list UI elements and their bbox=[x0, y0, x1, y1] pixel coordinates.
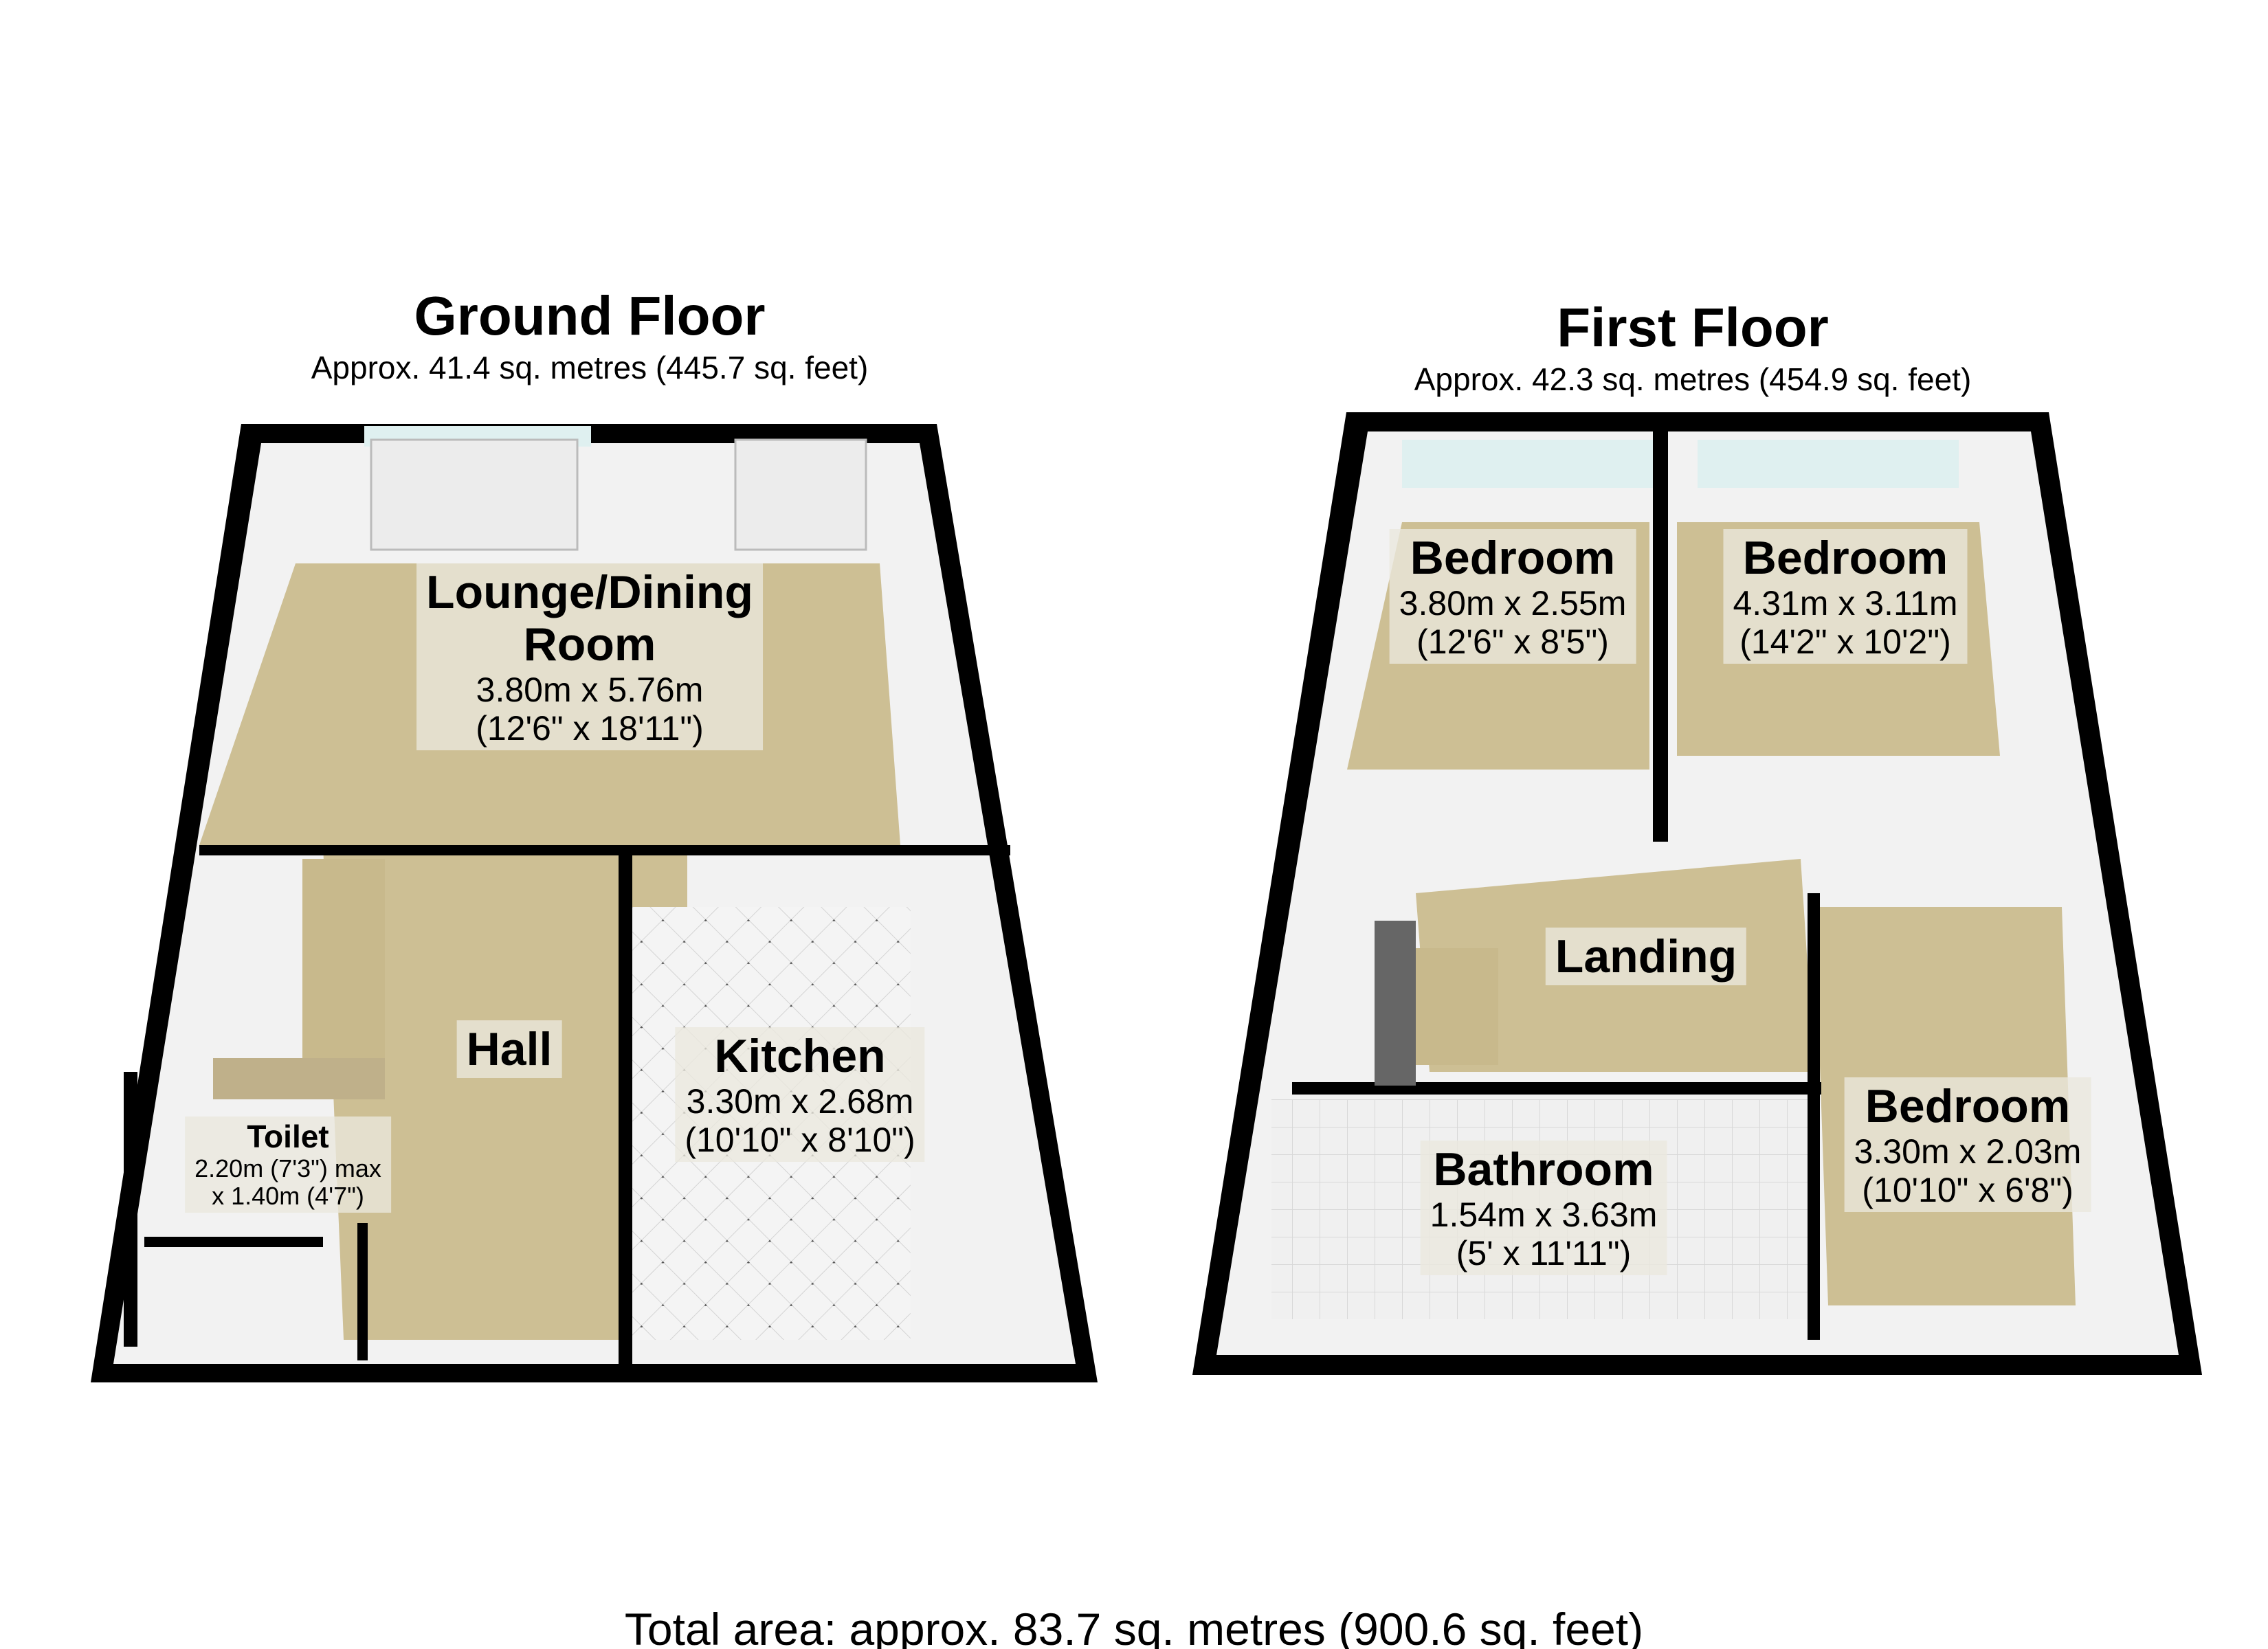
room-dim-m: 2.20m (7'3") max bbox=[194, 1154, 381, 1182]
first-floor-title: First Floor bbox=[1557, 297, 1829, 358]
room-label-hall: Hall bbox=[456, 1020, 562, 1079]
room-dim-m: 3.80m x 2.55m bbox=[1399, 584, 1627, 623]
room-label-bedroom-2: Bedroom 4.31m x 3.11m (14'2" x 10'2") bbox=[1723, 529, 1968, 664]
room-dim-ft: (12'6" x 8'5") bbox=[1416, 622, 1609, 662]
room-label-bedroom-1: Bedroom 3.80m x 2.55m (12'6" x 8'5") bbox=[1389, 529, 1636, 664]
room-name: Toilet bbox=[247, 1119, 329, 1154]
room-dim-ft: x 1.40m (4'7") bbox=[212, 1181, 364, 1210]
room-label-kitchen: Kitchen 3.30m x 2.68m (10'10" x 8'10") bbox=[675, 1027, 925, 1163]
room-name: Lounge/Dining bbox=[426, 566, 753, 618]
total-area: Total area: approx. 83.7 sq. metres (900… bbox=[624, 1604, 1644, 1649]
room-dim-ft: (10'10" x 6'8") bbox=[1862, 1171, 2074, 1210]
ground-floor-area: Approx. 41.4 sq. metres (445.7 sq. feet) bbox=[311, 350, 869, 385]
ground-floor-title: Ground Floor bbox=[414, 285, 766, 346]
room-name: Bedroom bbox=[1865, 1080, 2071, 1132]
room-name: Kitchen bbox=[714, 1030, 886, 1082]
room-label-toilet: Toilet 2.20m (7'3") max x 1.40m (4'7") bbox=[185, 1117, 391, 1213]
room-name: Bedroom bbox=[1410, 532, 1616, 584]
room-name: Room bbox=[523, 618, 656, 671]
room-dim-m: 1.54m x 3.63m bbox=[1430, 1196, 1658, 1235]
room-label-lounge: Lounge/Dining Room 3.80m x 5.76m (12'6" … bbox=[416, 563, 763, 751]
room-name: Bathroom bbox=[1433, 1143, 1654, 1196]
room-label-landing: Landing bbox=[1545, 928, 1747, 986]
room-dim-ft: (10'10" x 8'10") bbox=[685, 1121, 915, 1160]
first-floor-plan bbox=[1192, 412, 2202, 1375]
room-name: Bedroom bbox=[1742, 532, 1948, 584]
room-name: Landing bbox=[1555, 930, 1737, 983]
room-label-bedroom-3: Bedroom 3.30m x 2.03m (10'10" x 6'8") bbox=[1844, 1077, 2091, 1213]
room-dim-ft: (12'6" x 18'11") bbox=[476, 709, 704, 748]
room-dim-m: 3.80m x 5.76m bbox=[476, 671, 704, 710]
room-dim-m: 4.31m x 3.11m bbox=[1733, 584, 1958, 623]
room-label-bathroom: Bathroom 1.54m x 3.63m (5' x 11'11") bbox=[1420, 1141, 1667, 1276]
first-floor-area: Approx. 42.3 sq. metres (454.9 sq. feet) bbox=[1414, 361, 1972, 397]
room-name: Hall bbox=[466, 1023, 553, 1075]
room-dim-m: 3.30m x 2.68m bbox=[686, 1082, 914, 1121]
room-dim-ft: (14'2" x 10'2") bbox=[1739, 622, 1951, 662]
room-dim-m: 3.30m x 2.03m bbox=[1854, 1132, 2082, 1171]
room-dim-ft: (5' x 11'11") bbox=[1456, 1234, 1632, 1273]
